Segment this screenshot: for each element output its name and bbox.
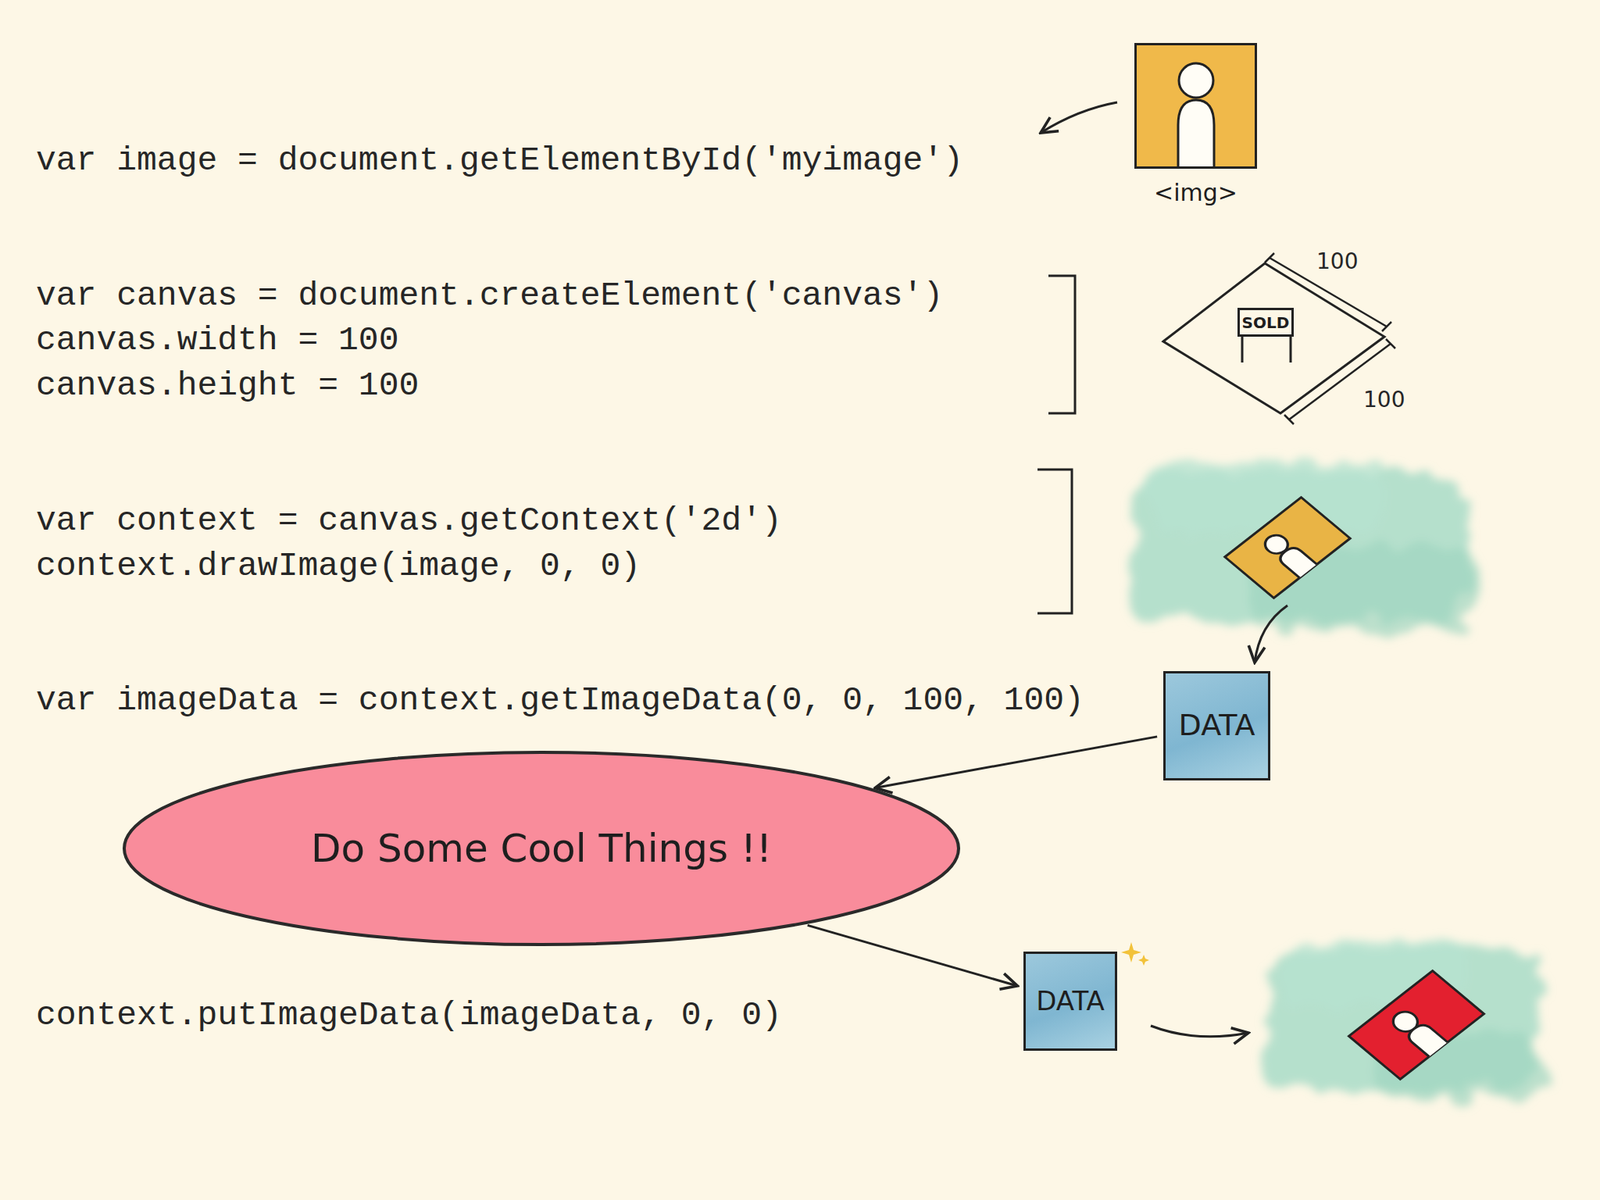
node-text: DATA <box>1035 985 1105 1018</box>
canvas-wash <box>1265 941 1543 1098</box>
code-line: var image = document.getElementById('myi… <box>35 140 964 182</box>
element-label: <img> <box>1105 178 1286 208</box>
sparkle <box>1121 942 1150 966</box>
person-body <box>1178 100 1215 167</box>
bracket <box>1048 275 1075 414</box>
node-text: Do Some Cool Things !! <box>310 825 772 872</box>
data-box: DATA <box>1163 671 1271 781</box>
image-picture <box>1134 42 1258 169</box>
node-text: DATA <box>1178 707 1256 744</box>
data-box: DATA <box>1023 951 1118 1051</box>
ellipse-shape <box>124 752 959 945</box>
node-text: SOLD <box>1242 313 1290 333</box>
code-line: canvas.width = 100 <box>35 320 399 361</box>
code-line: canvas.height = 100 <box>35 365 419 407</box>
canvas-diamond <box>1163 263 1385 414</box>
action-ellipse: Do Some Cool Things !! <box>121 750 961 947</box>
canvas-wash <box>1132 460 1477 629</box>
write-arrow <box>1150 1025 1249 1037</box>
drawn-image-red <box>1349 971 1485 1080</box>
code-line: context.putImageData(imageData, 0, 0) <box>35 995 783 1036</box>
code-line: var imageData = context.getImageData(0, … <box>35 680 1085 722</box>
dimension-label: 100 <box>1363 386 1405 414</box>
read-arrow <box>1254 605 1288 663</box>
drawn-image <box>1225 497 1350 599</box>
flow-arrow <box>807 925 1018 986</box>
fetch-arrow <box>1040 102 1118 133</box>
bracket <box>1037 469 1072 614</box>
image-element: <img> <box>1134 42 1258 169</box>
person-head <box>1178 63 1214 98</box>
code-line: var canvas = document.createElement('can… <box>35 275 943 317</box>
dimension-label: 100 <box>1316 248 1358 275</box>
sold-sign: SOLD <box>1237 307 1295 337</box>
flow-arrow <box>875 736 1158 789</box>
code-line: context.drawImage(image, 0, 0) <box>35 546 641 587</box>
sign-posts <box>1242 336 1291 363</box>
code-line: var context = canvas.getContext('2d') <box>35 500 783 542</box>
image-fill <box>1134 42 1258 169</box>
